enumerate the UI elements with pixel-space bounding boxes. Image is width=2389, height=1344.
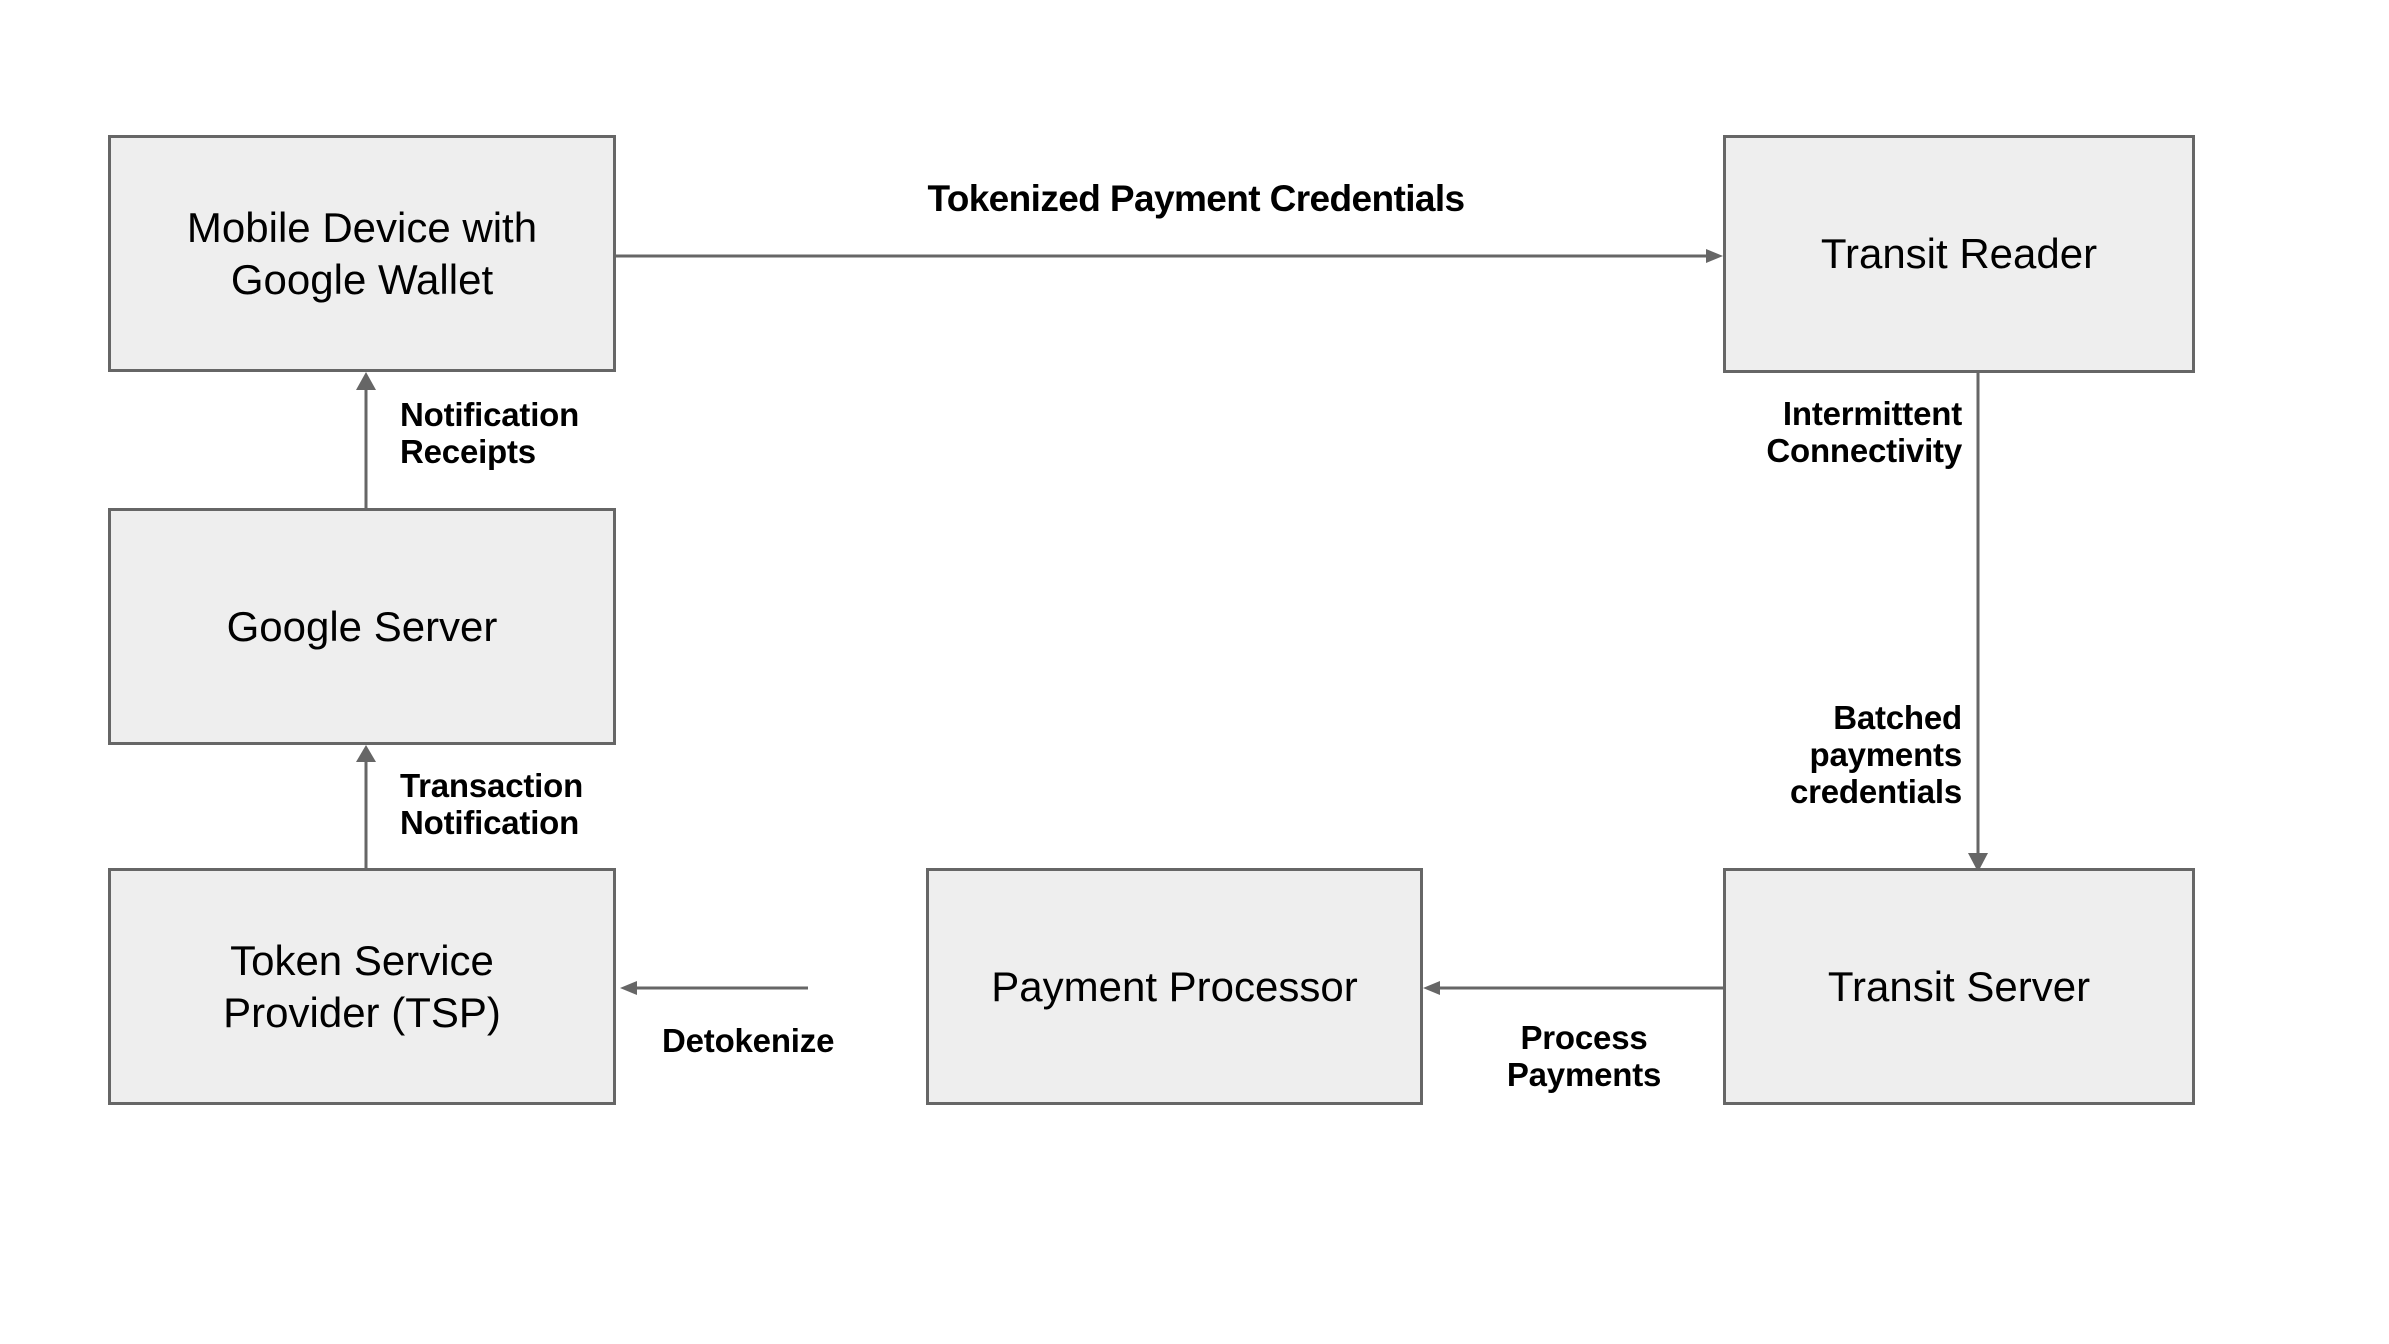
- edge-label-notification-receipts: Notification Receipts: [400, 396, 580, 470]
- node-google-server-label: Google Server: [226, 602, 498, 650]
- edge-notification-receipts: [356, 372, 376, 508]
- edge-label-intermittent-connectivity: Intermittent Connectivity: [1766, 395, 1962, 469]
- edge-intermittent-connectivity: [1968, 373, 1988, 872]
- node-payment-processor[interactable]: Payment Processor: [926, 868, 1423, 1105]
- edge-label-transaction-notification: Transaction Notification: [400, 767, 584, 841]
- edge-tokenized-payment-credentials: [616, 249, 1723, 263]
- edge-label-process-payments: Process Payments: [1506, 1019, 1662, 1093]
- node-transit-reader-label: Transit Reader: [1820, 230, 2098, 278]
- edge-detokenize: [620, 981, 808, 995]
- node-transit-server-label: Transit Server: [1827, 962, 2091, 1010]
- edge-label-detokenize: Detokenize: [662, 1022, 835, 1059]
- edge-label-batched-payments-credentials: Batched payments credentials: [1789, 699, 1962, 810]
- node-transit-server[interactable]: Transit Server: [1723, 868, 2195, 1105]
- node-token-service-provider[interactable]: Token Service Provider (TSP): [108, 868, 616, 1105]
- node-transit-reader[interactable]: Transit Reader: [1723, 135, 2195, 373]
- node-mobile-device-label: Mobile Device with Google Wallet: [186, 204, 538, 303]
- edge-transaction-notification: [356, 745, 376, 868]
- node-mobile-device[interactable]: Mobile Device with Google Wallet: [108, 135, 616, 372]
- edge-label-tokenized-payment-credentials: Tokenized Payment Credentials: [927, 178, 1465, 219]
- edge-process-payments: [1423, 981, 1723, 995]
- node-payment-processor-label: Payment Processor: [991, 962, 1358, 1010]
- node-google-server[interactable]: Google Server: [108, 508, 616, 745]
- node-token-service-provider-label: Token Service Provider (TSP): [223, 937, 501, 1036]
